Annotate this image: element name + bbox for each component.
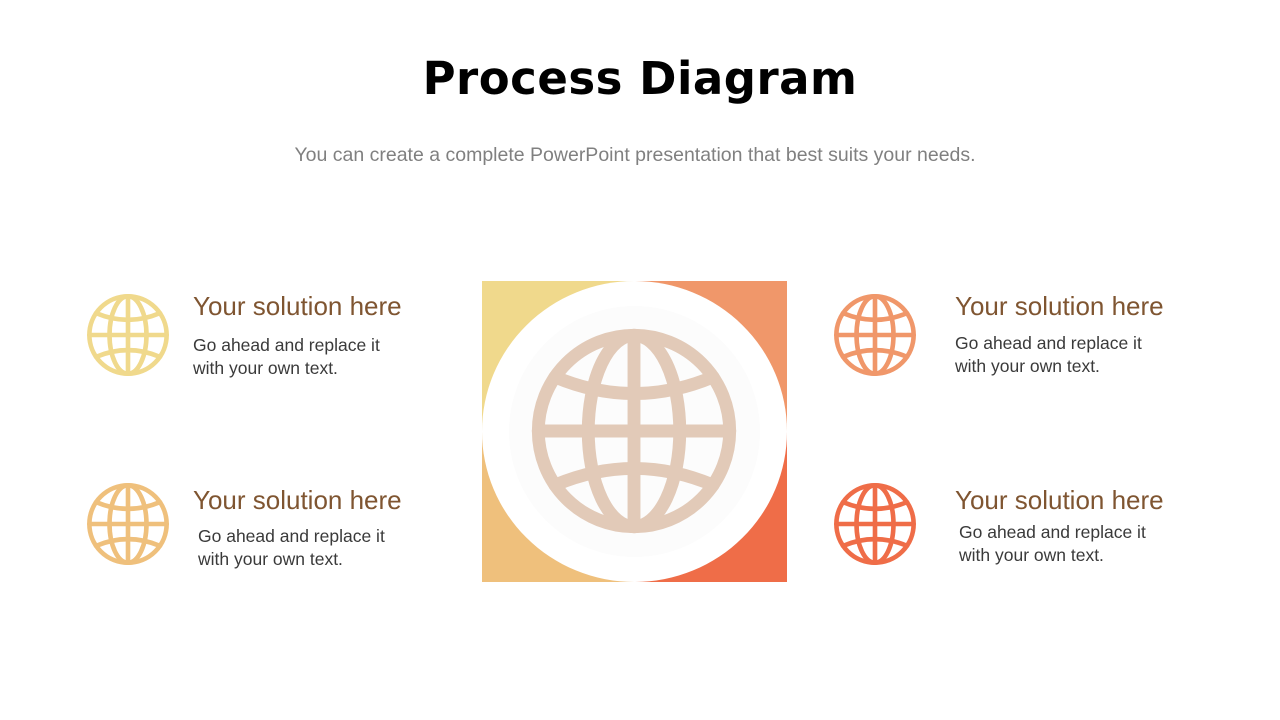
item-heading: Your solution here xyxy=(193,291,402,321)
globe-icon xyxy=(531,328,737,534)
item-body: Go ahead and replace it with your own te… xyxy=(959,522,1146,565)
item-body: Go ahead and replace it with your own te… xyxy=(955,333,1142,376)
globe-icon xyxy=(834,294,916,376)
item-body: Go ahead and replace it with your own te… xyxy=(193,335,380,378)
slide-title: Process Diagram xyxy=(422,52,858,105)
center-diagram-panel xyxy=(482,281,787,582)
item-heading: Your solution here xyxy=(955,291,1164,321)
item-body: Go ahead and replace it with your own te… xyxy=(198,526,385,569)
item-heading: Your solution here xyxy=(955,485,1164,515)
globe-icon xyxy=(834,483,916,565)
item-heading: Your solution here xyxy=(193,485,402,515)
slide-subtitle: You can create a complete PowerPoint pre… xyxy=(294,144,976,166)
globe-icon xyxy=(87,294,169,376)
globe-icon xyxy=(87,483,169,565)
